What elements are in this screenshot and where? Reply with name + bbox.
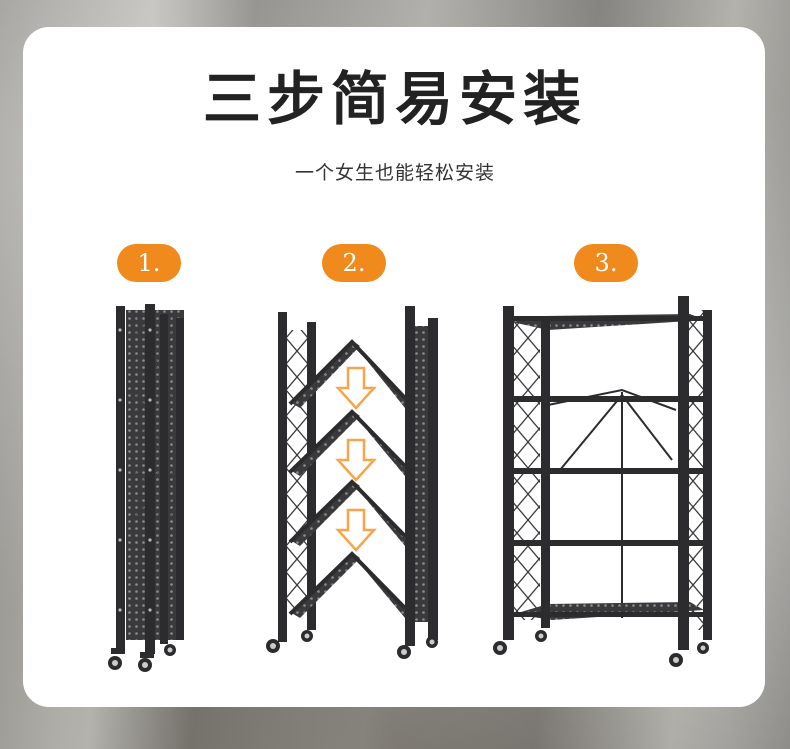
step-2-badge: 2.	[322, 244, 386, 282]
unfolding-shelf-illustration	[266, 306, 438, 659]
folded-shelf-illustration	[108, 304, 184, 672]
page-title: 三步简易安装	[202, 65, 587, 133]
step-3-badge: 3.	[574, 244, 638, 282]
assembled-shelf-illustration	[493, 296, 712, 667]
page-subtitle: 一个女生也能轻松安装	[294, 162, 495, 184]
step-1-badge: 1.	[117, 244, 181, 282]
down-arrow-icon	[335, 366, 377, 552]
